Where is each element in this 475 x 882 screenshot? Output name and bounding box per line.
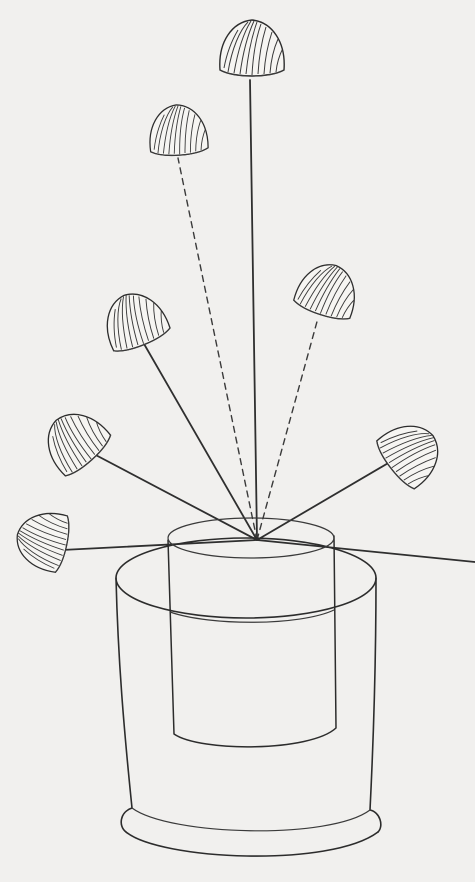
cap-upper-left [147, 103, 208, 157]
caps [11, 20, 451, 574]
pot-rim [116, 538, 376, 618]
pot-body-left-side [116, 578, 132, 832]
pot-body-right-side [370, 578, 381, 832]
stem-upper-left [178, 158, 257, 540]
pot-base-inner [132, 808, 370, 831]
pot [116, 518, 381, 856]
stem-far-right [257, 540, 475, 562]
cap-top [220, 20, 284, 76]
inner-cylinder [168, 536, 336, 747]
cap-far-left [11, 506, 72, 573]
cap-upper-right [292, 256, 364, 323]
cap-mid-left [96, 284, 173, 356]
cap-left [33, 400, 114, 480]
stem-top [250, 80, 257, 540]
inner-cylinder-waterline [170, 610, 334, 622]
stem-upper-right [257, 318, 318, 540]
pot-base [126, 832, 378, 856]
cap-right [372, 412, 452, 493]
